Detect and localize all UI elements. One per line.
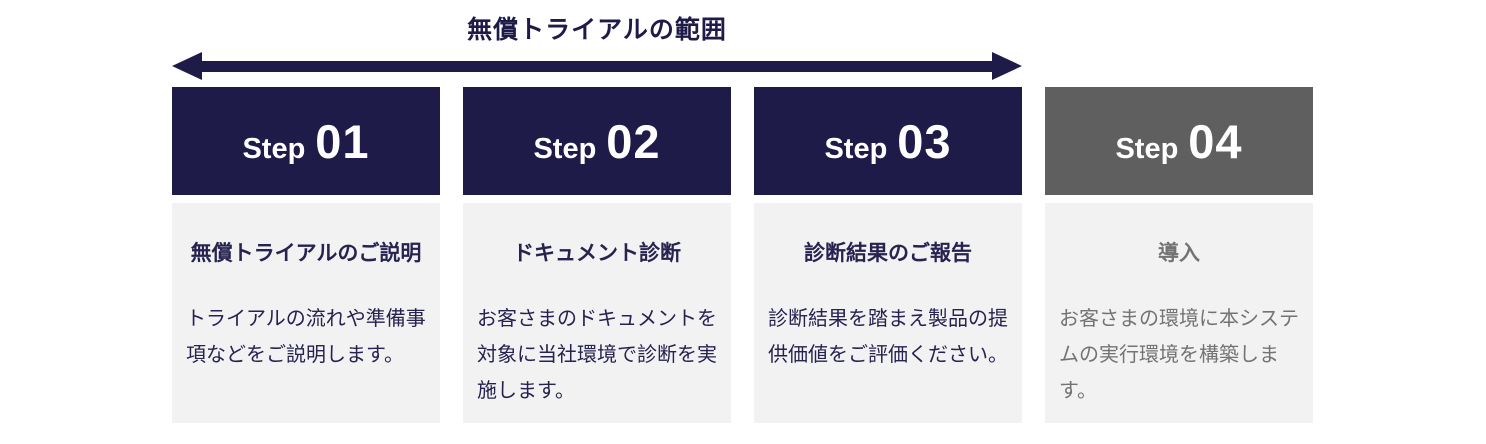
step-body-04: 導入 お客さまの環境に本システ ムの実行環境を構築します。 [1045, 203, 1313, 423]
step-column-02: Step 02 ドキュメント診断 お客さまのドキュメントを 対象に当社環境で診断… [463, 87, 731, 423]
step-description: トライアルの流れや準備事 項などをご説明します。 [186, 308, 426, 366]
step-description: お客さまの環境に本システ ムの実行環境を構築します。 [1059, 308, 1299, 402]
step-body-03: 診断結果のご報告 診断結果を踏まえ製品の提 供価値をご評価ください。 [754, 203, 1022, 423]
step-number: 04 [1188, 114, 1243, 168]
step-title: 診断結果のご報告 [804, 242, 972, 265]
step-column-03: Step 03 診断結果のご報告 診断結果を踏まえ製品の提 供価値をご評価くださ… [754, 87, 1022, 423]
step-prefix: Step [242, 132, 306, 165]
step-label: Step 03 [824, 114, 951, 169]
trial-scope-title: 無償トライアルの範囲 [467, 16, 727, 44]
step-prefix: Step [1115, 132, 1179, 165]
step-body-01: 無償トライアルのご説明 トライアルの流れや準備事 項などをご説明します。 [172, 203, 440, 423]
step-label: Step 01 [242, 114, 369, 169]
trial-scope-arrow [172, 52, 1022, 80]
arrow-shaft [202, 60, 992, 72]
step-header-01: Step 01 [172, 87, 440, 195]
step-title: ドキュメント診断 [513, 242, 681, 265]
step-label: Step 04 [1115, 114, 1242, 169]
step-number: 01 [315, 114, 370, 168]
step-header-02: Step 02 [463, 87, 731, 195]
step-description: 診断結果を踏まえ製品の提 供価値をご評価ください。 [768, 308, 1008, 366]
step-prefix: Step [824, 132, 888, 165]
step-label: Step 02 [533, 114, 660, 169]
arrow-right-head-icon [992, 52, 1022, 80]
step-column-01: Step 01 無償トライアルのご説明 トライアルの流れや準備事 項などをご説明… [172, 87, 440, 423]
step-header-04: Step 04 [1045, 87, 1313, 195]
step-body-02: ドキュメント診断 お客さまのドキュメントを 対象に当社環境で診断を実 施します。 [463, 203, 731, 423]
step-title: 導入 [1158, 242, 1200, 265]
arrow-left-head-icon [172, 52, 202, 80]
step-header-03: Step 03 [754, 87, 1022, 195]
step-description: お客さまのドキュメントを 対象に当社環境で診断を実 施します。 [477, 308, 717, 402]
step-title: 無償トライアルのご説明 [190, 242, 422, 265]
step-column-04: Step 04 導入 お客さまの環境に本システ ムの実行環境を構築します。 [1045, 87, 1313, 423]
step-number: 03 [897, 114, 952, 168]
step-number: 02 [606, 114, 661, 168]
steps-row: Step 01 無償トライアルのご説明 トライアルの流れや準備事 項などをご説明… [172, 87, 1313, 423]
step-prefix: Step [533, 132, 597, 165]
